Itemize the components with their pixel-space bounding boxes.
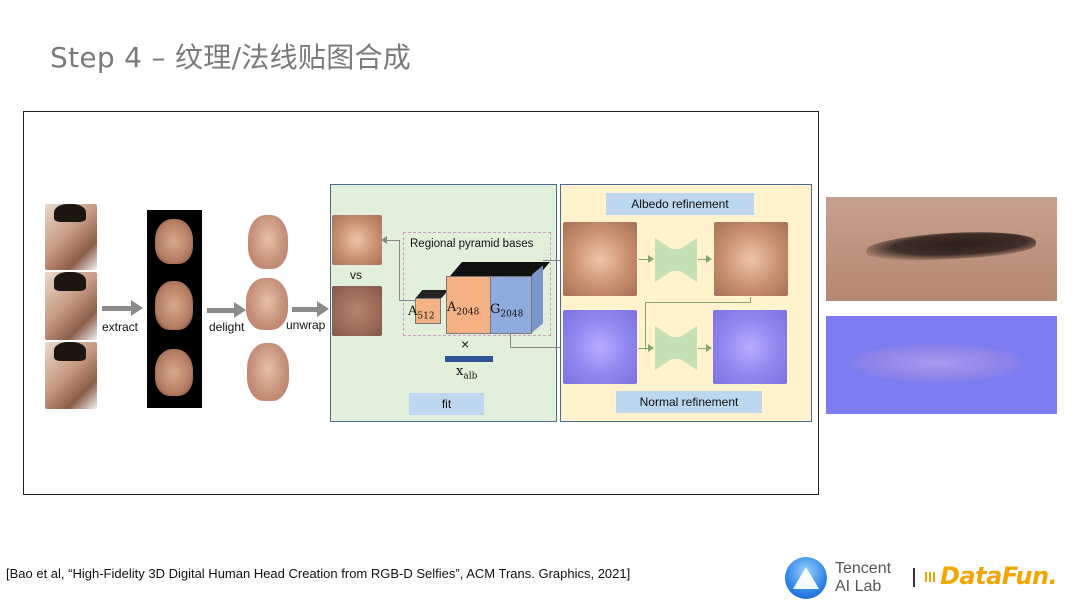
connector-normal-h: [510, 347, 565, 349]
feedback-line-bottom: [399, 300, 415, 302]
vs-label: vs: [350, 268, 362, 282]
feedback-line-vertical: [399, 240, 401, 300]
times-symbol: ×: [461, 336, 470, 352]
normal-net-in: [638, 348, 650, 350]
citation: [Bao et al, “High-Fidelity 3D Digital Hu…: [6, 566, 631, 581]
basis-g2048-label: G2048: [490, 302, 524, 320]
logo-separator: [913, 568, 915, 587]
normal-output-map: [713, 310, 787, 384]
pipeline-frame: [23, 111, 819, 495]
delight-label: delight: [209, 320, 245, 334]
delit-face-2: [246, 278, 288, 330]
feedback-line-top: [386, 240, 400, 242]
extracted-face-1: [149, 213, 199, 271]
eyebrow-normal-detail: [852, 344, 1022, 382]
basis-g2048: [490, 276, 532, 334]
fit-label: fit: [409, 393, 484, 415]
input-photo-2: [45, 272, 97, 340]
basis-a2048-label: A2048: [447, 300, 480, 318]
albedo-input-texture: [563, 222, 637, 296]
normal-refinement-label: Normal refinement: [616, 391, 762, 413]
delight-arrow-head: [234, 302, 246, 318]
unwrap-arrow-shaft: [292, 307, 318, 312]
extract-arrow-head: [131, 300, 143, 316]
albedo-refinement-label: Albedo refinement: [606, 193, 754, 215]
normal-input-map: [563, 310, 637, 384]
extracted-face-2: [149, 275, 199, 337]
datafun-mark-icon: [925, 572, 935, 582]
normal-net-in-head: [648, 344, 654, 352]
basis-g2048-side: [532, 265, 543, 333]
regional-bases-box: [403, 232, 551, 336]
normal-net-out-head: [706, 344, 712, 352]
tencent-line-2: AI Lab: [835, 578, 882, 595]
extract-arrow-shaft: [102, 306, 132, 311]
coefficient-label: xalb: [456, 364, 478, 382]
albedo-net-in: [638, 259, 650, 261]
albedo-net-in-head: [648, 255, 654, 263]
eyebrow-hair: [865, 228, 1037, 264]
page-title: Step 4 – 纹理/法线贴图合成: [50, 41, 412, 74]
unwrap-arrow-head: [317, 301, 329, 317]
extracted-face-3: [149, 343, 199, 403]
albedo-to-normal-line-down: [750, 297, 752, 303]
unwrapped-texture: [332, 286, 382, 336]
feedback-arrow-head: [381, 236, 387, 244]
basis-a512-label: A512: [408, 304, 435, 322]
extract-label: extract: [102, 320, 139, 334]
tencent-ai-lab-text: Tencent AI Lab: [835, 560, 891, 596]
connector-normal-v: [510, 334, 512, 348]
coefficient-bar: [445, 356, 493, 362]
normal-net-out: [698, 348, 708, 350]
delight-arrow-shaft: [207, 308, 235, 313]
connector-albedo: [543, 260, 565, 262]
albedo-to-normal-line-h: [645, 302, 751, 304]
albedo-net-out: [698, 259, 708, 261]
albedo-output-texture: [714, 222, 788, 296]
tencent-logo-icon: [785, 557, 827, 599]
regional-bases-label: Regional pyramid bases: [410, 238, 534, 250]
tencent-line-1: Tencent: [835, 560, 892, 577]
datafun-logo: DataFun.: [940, 562, 1058, 590]
eyebrow-albedo-crop: [826, 197, 1057, 301]
fitted-texture: [332, 215, 382, 265]
delit-face-1: [248, 215, 288, 269]
eyebrow-normal-crop: [826, 316, 1057, 414]
input-photo-3: [45, 342, 97, 409]
delit-face-3: [247, 343, 289, 401]
basis-a2048: [446, 276, 491, 334]
basis-a512: [415, 298, 441, 324]
unwrap-label: unwrap: [286, 318, 326, 332]
input-photo-1: [45, 204, 97, 270]
albedo-to-normal-line-v: [645, 302, 647, 350]
albedo-net-out-head: [706, 255, 712, 263]
